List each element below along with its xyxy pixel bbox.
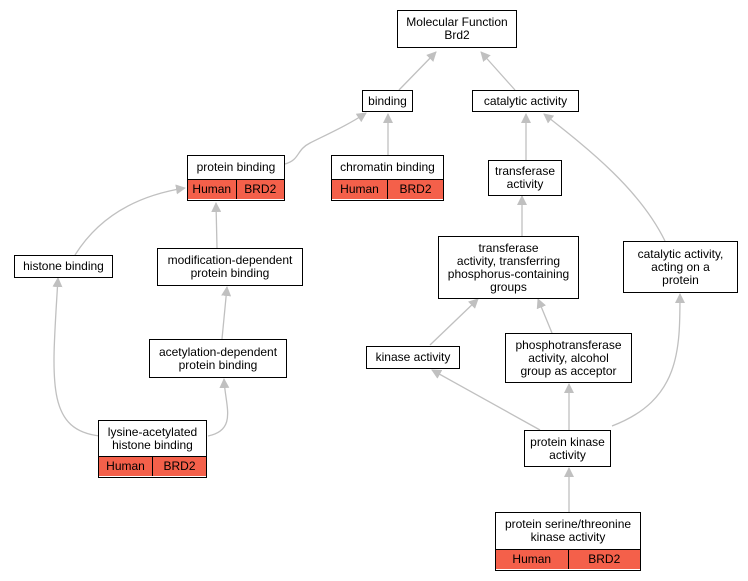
go-term-histone-binding[interactable]: histone binding bbox=[14, 255, 113, 278]
annotation-species[interactable]: Human bbox=[99, 457, 152, 476]
node-label: protein serine/threonine kinase activity bbox=[504, 517, 632, 544]
annotation-row: Human BRD2 bbox=[99, 456, 206, 476]
node-label: catalytic activity bbox=[483, 93, 568, 108]
annotation-gene[interactable]: BRD2 bbox=[152, 457, 206, 476]
node-label: kinase activity bbox=[375, 350, 451, 364]
node-label: phosphotransferase activity, alcohol gro… bbox=[515, 337, 622, 378]
go-term-transferase-activity[interactable]: transferase activity bbox=[488, 160, 562, 196]
node-label: protein kinase activity bbox=[530, 434, 605, 462]
node-label: acetylation-dependent protein binding bbox=[158, 344, 278, 372]
edge-kinase-transferase-phos bbox=[429, 298, 479, 346]
go-term-catalytic-activity-on-protein[interactable]: catalytic activity, acting on a protein bbox=[623, 241, 738, 293]
go-term-kinase-activity[interactable]: kinase activity bbox=[366, 346, 460, 369]
annotation-gene[interactable]: BRD2 bbox=[567, 550, 640, 569]
edge-protein-kinase-kinase bbox=[431, 369, 541, 431]
edge-acetyl-dep-mod-dep bbox=[221, 286, 232, 340]
edge-binding-root bbox=[398, 51, 437, 91]
edge-phosphotransferase-transferase-phos bbox=[536, 298, 553, 334]
edge-mod-dep-protein-binding bbox=[211, 202, 222, 249]
node-label: Molecular Function Brd2 bbox=[406, 15, 508, 42]
edge-lysine-acetyl-dep bbox=[207, 378, 230, 437]
annotation-row: Human BRD2 bbox=[332, 179, 443, 199]
annotation-species[interactable]: Human bbox=[332, 180, 387, 199]
node-label: transferase activity bbox=[494, 164, 556, 191]
node-label: binding bbox=[368, 93, 407, 108]
go-term-chromatin-binding[interactable]: chromatin binding Human BRD2 bbox=[331, 155, 444, 201]
node-label: histone binding bbox=[23, 259, 104, 273]
go-term-protein-kinase-activity[interactable]: protein kinase activity bbox=[524, 430, 611, 467]
go-term-molecular-function-root[interactable]: Molecular Function Brd2 bbox=[397, 10, 517, 48]
edge-catalytic-protein-catalytic bbox=[543, 113, 666, 242]
edge-protein-binding-binding bbox=[284, 112, 367, 165]
annotation-row: Human BRD2 bbox=[496, 549, 640, 569]
go-term-catalytic-activity[interactable]: catalytic activity bbox=[472, 90, 579, 112]
annotation-gene[interactable]: BRD2 bbox=[235, 180, 284, 199]
node-label: chromatin binding bbox=[340, 160, 435, 174]
edge-histone-binding-protein-binding bbox=[74, 184, 186, 256]
node-label: catalytic activity, acting on a protein bbox=[637, 246, 724, 287]
node-label: modification-dependent protein binding bbox=[167, 253, 293, 280]
annotation-species[interactable]: Human bbox=[496, 550, 568, 569]
node-label: protein binding bbox=[196, 160, 276, 174]
go-term-protein-binding[interactable]: protein binding Human BRD2 bbox=[187, 155, 285, 201]
go-term-acetylation-dependent-protein-binding[interactable]: acetylation-dependent protein binding bbox=[149, 339, 287, 378]
edge-lysine-histone-binding bbox=[52, 277, 101, 437]
go-term-modification-dependent-protein-binding[interactable]: modification-dependent protein binding bbox=[157, 248, 303, 286]
annotation-row: Human BRD2 bbox=[188, 179, 284, 199]
edge-protein-kinase-catalytic-protein bbox=[611, 293, 685, 427]
node-label: transferase activity, transferring phosp… bbox=[447, 240, 570, 294]
annotation-gene[interactable]: BRD2 bbox=[387, 180, 443, 199]
go-term-binding[interactable]: binding bbox=[362, 90, 413, 112]
node-label: lysine-acetylated histone binding bbox=[107, 424, 198, 452]
go-term-protein-serine-threonine-kinase-activity[interactable]: protein serine/threonine kinase activity… bbox=[495, 512, 641, 571]
edge-catalytic-root bbox=[480, 51, 516, 91]
annotation-species[interactable]: Human bbox=[188, 180, 236, 199]
go-term-transferase-phosphorus-groups[interactable]: transferase activity, transferring phosp… bbox=[438, 236, 579, 299]
go-term-phosphotransferase-alcohol-acceptor[interactable]: phosphotransferase activity, alcohol gro… bbox=[505, 333, 632, 383]
go-term-lysine-acetylated-histone-binding[interactable]: lysine-acetylated histone binding Human … bbox=[98, 420, 207, 478]
